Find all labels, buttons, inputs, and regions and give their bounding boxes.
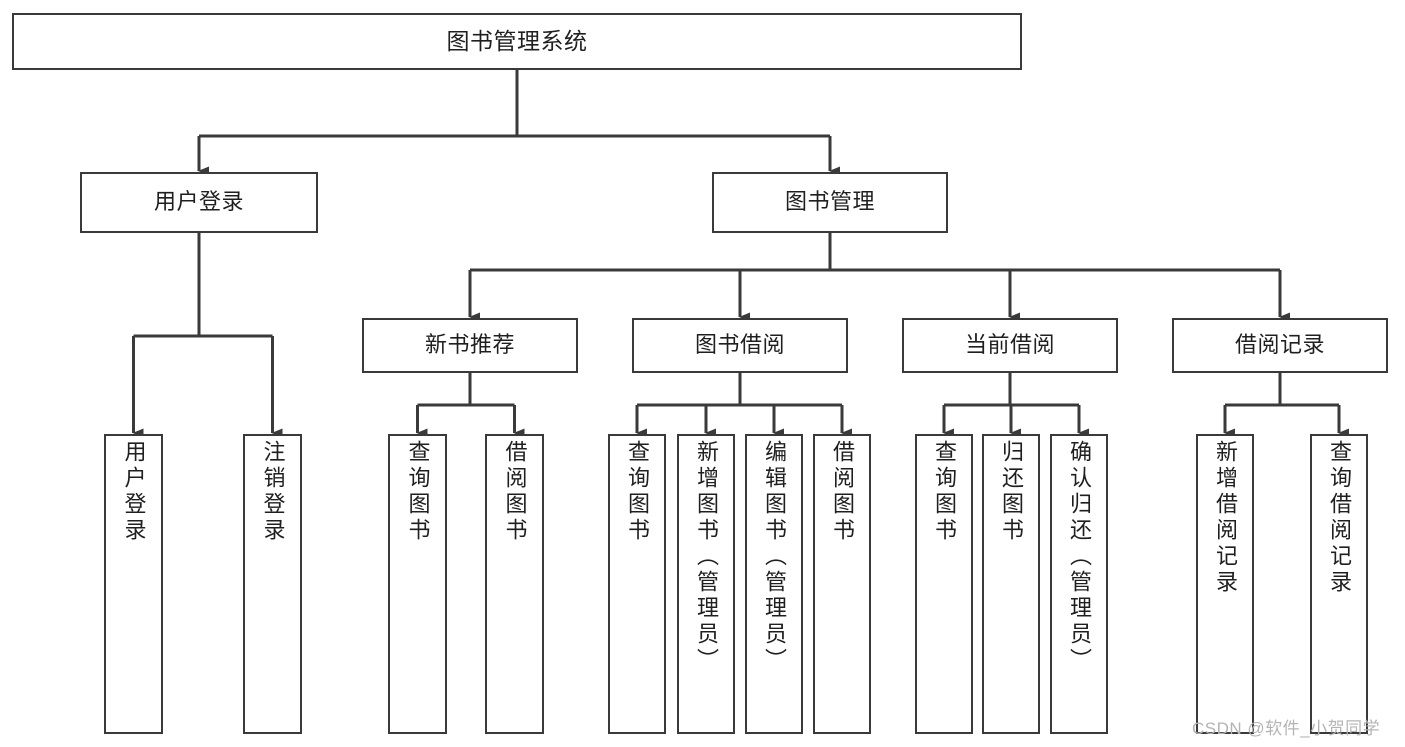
node-label: 用户登录 [121, 440, 147, 544]
node-label: 用户登录 [153, 189, 244, 215]
node-label: 归还图书 [999, 440, 1024, 544]
node-label: 当前借阅 [964, 332, 1055, 358]
node-l2-current[interactable]: 当前借阅 [902, 318, 1118, 373]
node-label: 查询图书 [625, 440, 650, 544]
node-leaf-borrow-query[interactable]: 查询图书 [608, 434, 666, 734]
node-label: 借阅图书 [830, 440, 855, 544]
node-label: 借阅图书 [502, 440, 528, 544]
node-leaf-borrow-edit[interactable]: 编辑图书（管理员） [745, 434, 803, 734]
node-leaf-user-login[interactable]: 用户登录 [104, 434, 163, 734]
node-l2-record[interactable]: 借阅记录 [1172, 318, 1388, 373]
node-label: 编辑图书（管理员） [762, 440, 787, 674]
node-leaf-cur-confirm[interactable]: 确认归还（管理员） [1050, 434, 1108, 734]
node-label: 确认归还（管理员） [1067, 440, 1092, 674]
node-root[interactable]: 图书管理系统 [12, 13, 1022, 70]
node-leaf-borrow-lend[interactable]: 借阅图书 [813, 434, 871, 734]
node-label: 借阅记录 [1234, 332, 1325, 358]
node-l1-book[interactable]: 图书管理 [712, 172, 948, 233]
node-l1-login[interactable]: 用户登录 [80, 172, 318, 233]
node-label: 图书管理系统 [446, 27, 588, 54]
node-l2-new[interactable]: 新书推荐 [362, 318, 578, 373]
node-label: 查询图书 [405, 440, 431, 544]
node-leaf-cur-query[interactable]: 查询图书 [915, 434, 973, 734]
node-leaf-rec-query[interactable]: 查询借阅记录 [1310, 434, 1368, 734]
node-leaf-borrow-add[interactable]: 新增图书（管理员） [677, 434, 735, 734]
node-label: 图书借阅 [694, 332, 785, 358]
node-label: 新增借阅记录 [1213, 440, 1238, 596]
node-label: 查询图书 [932, 440, 957, 544]
node-label: 注销登录 [260, 440, 286, 544]
node-label: 新增图书（管理员） [694, 440, 719, 674]
node-label: 新书推荐 [424, 332, 515, 358]
node-leaf-logout[interactable]: 注销登录 [243, 434, 302, 734]
node-leaf-cur-return[interactable]: 归还图书 [982, 434, 1040, 734]
node-leaf-new-borrow[interactable]: 借阅图书 [485, 434, 544, 734]
node-label: 查询借阅记录 [1327, 440, 1352, 596]
node-leaf-new-query[interactable]: 查询图书 [388, 434, 447, 734]
node-label: 图书管理 [784, 189, 875, 215]
node-leaf-rec-add[interactable]: 新增借阅记录 [1196, 434, 1254, 734]
node-l2-borrow[interactable]: 图书借阅 [632, 318, 848, 373]
